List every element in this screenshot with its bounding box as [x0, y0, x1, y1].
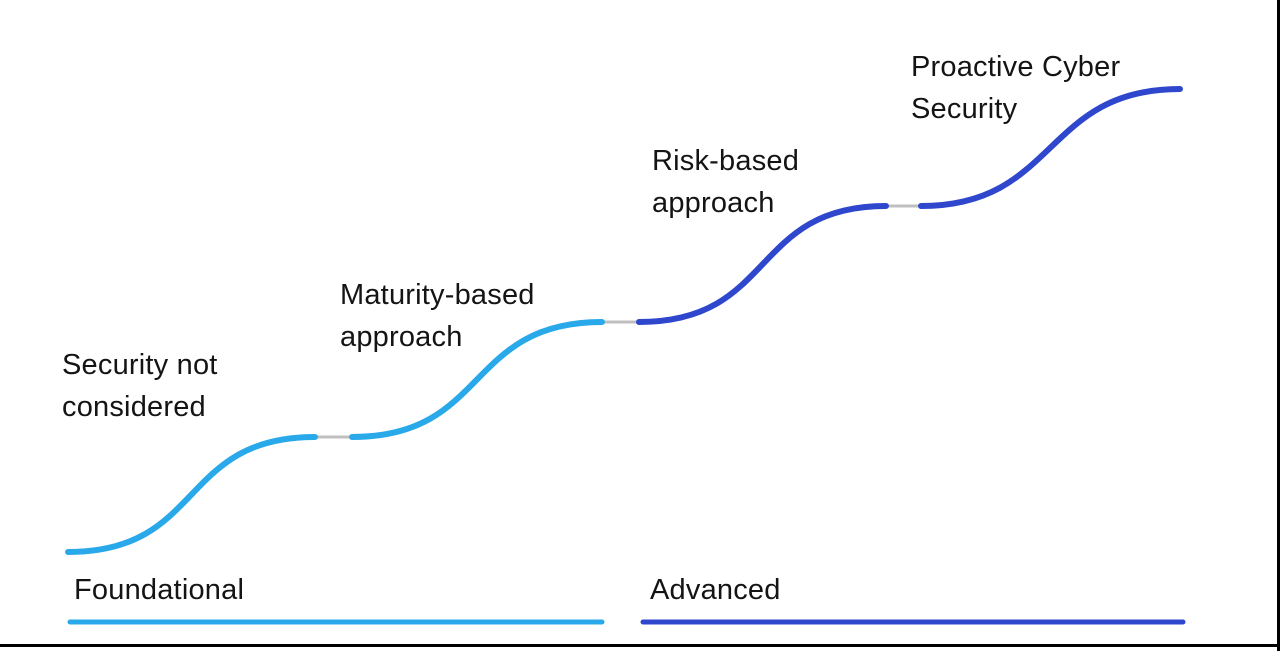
- s-curve-proactive: [918, 86, 1183, 209]
- s-curve-security-not-considered: [65, 434, 318, 555]
- stage-label-maturity-based: Maturity-based approach: [340, 279, 535, 353]
- phase-label-foundational: Foundational: [74, 574, 245, 606]
- s-curve-risk-based: [636, 203, 889, 325]
- s-curve-maturity-based: [349, 319, 605, 440]
- phase-label-advanced: Advanced: [650, 574, 781, 606]
- stage-label-risk-based: Risk-based approach: [652, 145, 800, 219]
- stage-label-proactive-cyber-security: Proactive Cyber Security: [911, 51, 1121, 125]
- stage-label-security-not-considered: Security not considered: [62, 349, 218, 423]
